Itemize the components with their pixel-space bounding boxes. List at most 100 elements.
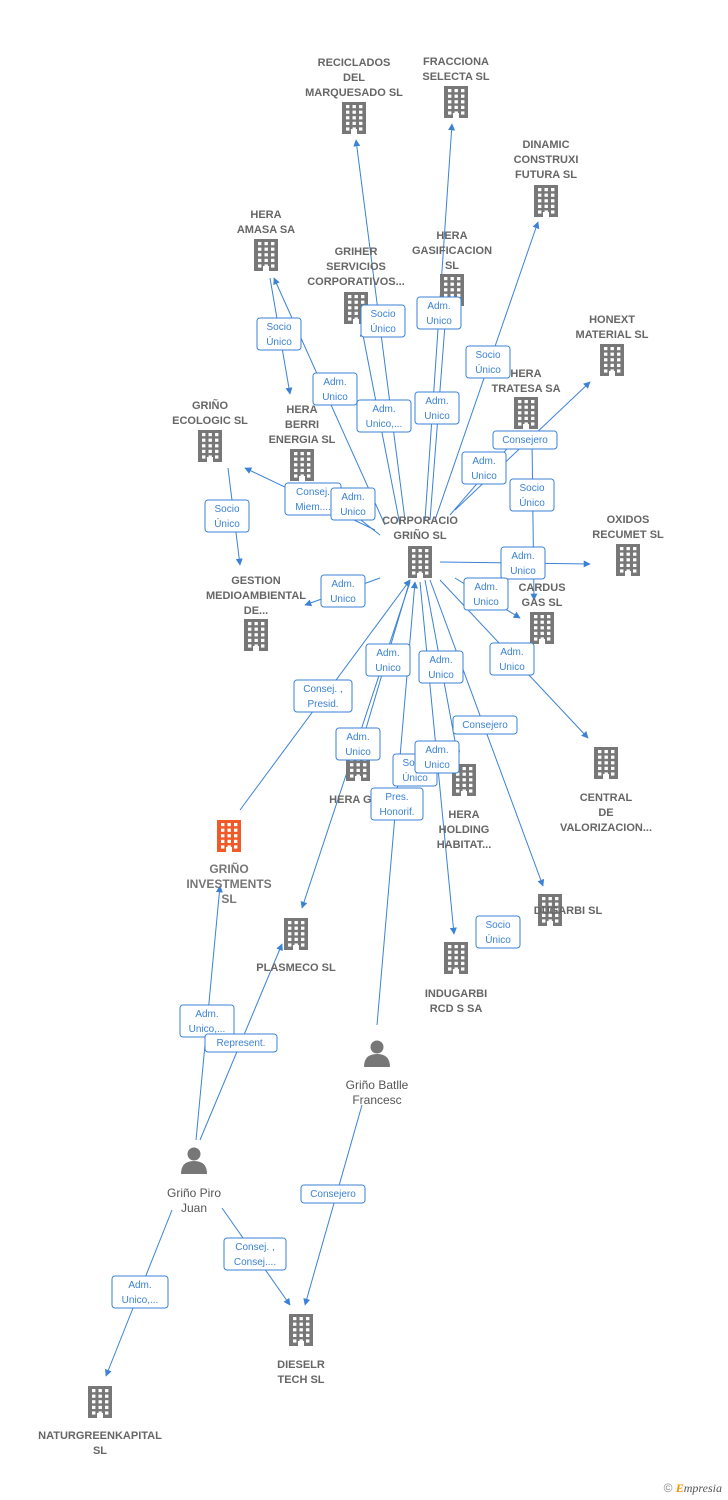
building-icon[interactable] bbox=[217, 820, 241, 852]
relation-box[interactable] bbox=[312, 372, 358, 406]
relation-label-r12[interactable]: Adm.Unico bbox=[330, 487, 376, 521]
relation-label-r24[interactable]: Adm.Unico bbox=[414, 740, 460, 774]
brand-logo[interactable]: Empresia bbox=[675, 1481, 722, 1495]
relation-label-r5[interactable]: Adm.Unico bbox=[312, 372, 358, 406]
relation-box[interactable] bbox=[320, 574, 366, 608]
relation-box[interactable] bbox=[414, 391, 460, 425]
building-icon[interactable] bbox=[254, 239, 278, 271]
relation-box[interactable] bbox=[475, 915, 521, 949]
relation-box[interactable] bbox=[223, 1237, 287, 1271]
node-cardus[interactable]: LCARDUSGAS SL bbox=[518, 567, 566, 644]
building-icon[interactable] bbox=[198, 430, 222, 462]
node-gestion[interactable]: GESTIONMEDIOAMBIENTALDE... bbox=[206, 575, 306, 651]
building-icon[interactable] bbox=[538, 894, 562, 926]
relation-box[interactable] bbox=[300, 1184, 366, 1204]
relation-box[interactable] bbox=[461, 451, 507, 485]
relation-box[interactable] bbox=[465, 345, 511, 379]
relation-box[interactable] bbox=[414, 740, 460, 774]
relation-box[interactable] bbox=[293, 679, 353, 713]
relation-label-r19[interactable]: Adm.Unico bbox=[418, 650, 464, 684]
node-dugarbi[interactable]: DUGARBI SL bbox=[534, 894, 603, 926]
building-icon[interactable] bbox=[514, 397, 538, 429]
relation-label-r22[interactable]: Adm.Unico bbox=[335, 727, 381, 761]
relation-box[interactable] bbox=[492, 430, 558, 450]
relation-label-r17[interactable]: Adm.Unico bbox=[489, 642, 535, 676]
relation-box[interactable] bbox=[204, 499, 250, 533]
relation-box[interactable] bbox=[356, 399, 412, 433]
relation-label-r18[interactable]: Adm.Unico bbox=[365, 643, 411, 677]
relation-box[interactable] bbox=[256, 317, 302, 351]
node-griher[interactable]: GRIHERSERVICIOSCORPORATIVOS... bbox=[307, 246, 405, 324]
node-hera_holding[interactable]: HERAHOLDINGHABITAT... bbox=[437, 764, 492, 851]
relation-label-r6[interactable]: Adm.Unico,... bbox=[356, 399, 412, 433]
building-icon[interactable] bbox=[600, 344, 624, 376]
relation-box[interactable] bbox=[370, 787, 424, 821]
relation-label-r11[interactable]: Consej.Miem.... bbox=[284, 482, 342, 516]
relation-label-r15[interactable]: Adm.Unico bbox=[320, 574, 366, 608]
relation-box[interactable] bbox=[416, 296, 462, 330]
building-icon[interactable] bbox=[534, 185, 558, 217]
building-icon[interactable] bbox=[244, 619, 268, 651]
building-icon[interactable] bbox=[342, 102, 366, 134]
relation-label-r30[interactable]: Consej. ,Consej.... bbox=[223, 1237, 287, 1271]
relation-box[interactable] bbox=[500, 546, 546, 580]
relation-label-r9[interactable]: Adm.Unico bbox=[461, 451, 507, 485]
relation-label-r16[interactable]: Adm.Unico bbox=[463, 577, 509, 611]
relation-box[interactable] bbox=[365, 643, 411, 677]
relation-label-r21[interactable]: Consejero bbox=[452, 715, 518, 735]
building-icon[interactable] bbox=[530, 612, 554, 644]
relation-box[interactable] bbox=[204, 1033, 278, 1053]
person-icon[interactable] bbox=[181, 1147, 207, 1175]
building-icon[interactable] bbox=[444, 86, 468, 118]
relation-box[interactable] bbox=[330, 487, 376, 521]
building-icon[interactable] bbox=[88, 1386, 112, 1418]
relation-label-r25[interactable]: Pres.Honorif. bbox=[370, 787, 424, 821]
relation-box[interactable] bbox=[463, 577, 509, 611]
relation-box[interactable] bbox=[335, 727, 381, 761]
building-icon[interactable] bbox=[284, 918, 308, 950]
relation-box[interactable] bbox=[111, 1275, 169, 1309]
relation-box[interactable] bbox=[452, 715, 518, 735]
building-icon[interactable] bbox=[616, 544, 640, 576]
node-plasmeco[interactable]: PLASMECO SL bbox=[256, 918, 336, 974]
relation-label-r7[interactable]: Adm.Unico bbox=[414, 391, 460, 425]
relation-box[interactable] bbox=[509, 478, 555, 512]
building-icon[interactable] bbox=[408, 546, 432, 578]
relation-box[interactable] bbox=[489, 642, 535, 676]
relation-box[interactable] bbox=[360, 304, 406, 338]
relation-box[interactable] bbox=[418, 650, 464, 684]
relation-label-r28[interactable]: Represent. bbox=[204, 1033, 278, 1053]
relation-label-r20[interactable]: Consej. ,Presid. bbox=[293, 679, 353, 713]
person-icon[interactable] bbox=[364, 1040, 390, 1068]
relation-label-r2[interactable]: Adm.Unico bbox=[416, 296, 462, 330]
relation-label-r14[interactable]: Adm.Unico bbox=[500, 546, 546, 580]
relation-label-r31[interactable]: Adm.Unico,... bbox=[111, 1275, 169, 1309]
building-icon[interactable] bbox=[444, 942, 468, 974]
building-icon[interactable] bbox=[289, 1314, 313, 1346]
node-central[interactable]: CENTRALDEVALORIZACION... bbox=[560, 747, 652, 834]
relation-label-r27[interactable]: Adm.Unico,... bbox=[179, 1004, 235, 1038]
building-icon[interactable] bbox=[594, 747, 618, 779]
